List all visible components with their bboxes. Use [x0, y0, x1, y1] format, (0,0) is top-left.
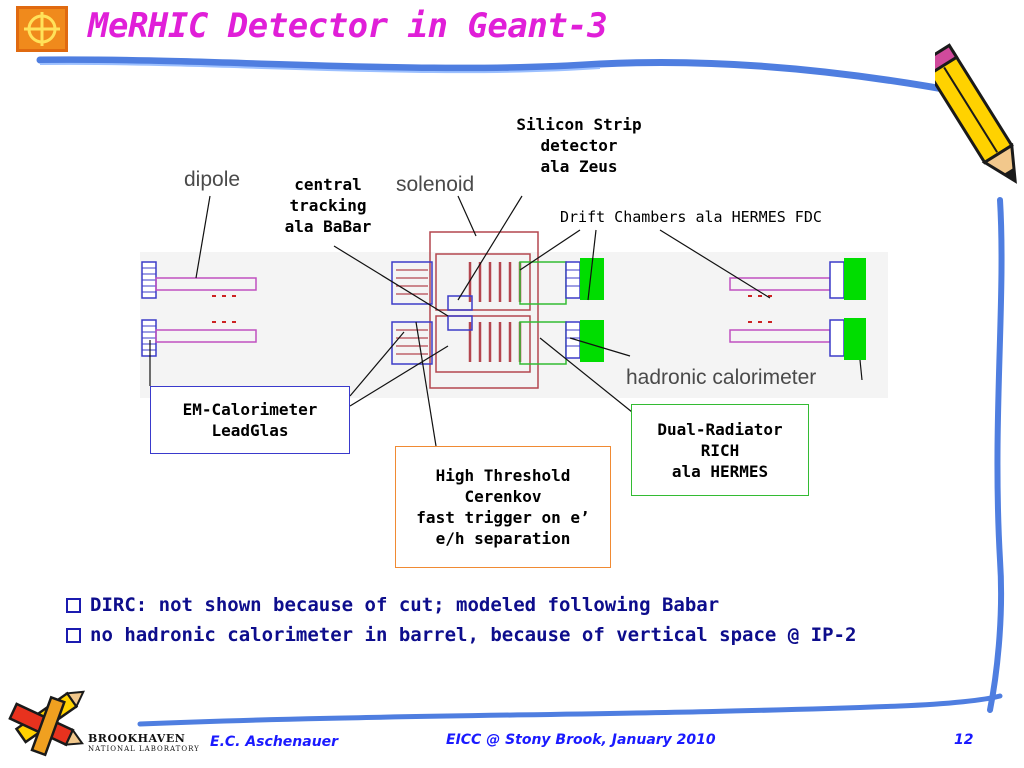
- bullet-text: no hadronic calorimeter in barrel, becau…: [90, 624, 857, 646]
- callout-line: ala HERMES: [671, 461, 769, 481]
- callout-line: central: [294, 175, 362, 194]
- logo-icon: [16, 6, 68, 52]
- brookhaven-logo: BROOKHAVEN NATIONAL LABORATORY: [88, 732, 200, 753]
- lab-logo: [14, 4, 70, 54]
- em-calorimeter-callout: EM-Calorimeter LeadGlas: [150, 386, 350, 454]
- bullet-square-icon: [66, 627, 81, 643]
- bullet-square-icon: [66, 597, 81, 613]
- callout-line: RICH: [700, 440, 740, 460]
- callout-line: ala BaBar: [284, 217, 372, 236]
- callout-line: tracking: [289, 196, 367, 215]
- callout-line: Cerenkov: [464, 487, 542, 506]
- callout-line: LeadGlas: [211, 421, 289, 440]
- callout-line: Silicon Strip: [516, 115, 642, 134]
- pencils-icon: [8, 690, 85, 757]
- dual-radiator-rich-callout: Dual-Radiator RICH ala HERMES: [631, 404, 809, 496]
- silicon-strip-callout: Silicon Strip detector ala Zeus: [504, 114, 654, 177]
- callout-line: Dual-Radiator: [657, 419, 783, 439]
- page-number: 12: [954, 732, 974, 748]
- logo-text: BROOKHAVEN: [88, 732, 186, 745]
- bullet-item: DIRC: not shown because of cut; modeled …: [66, 594, 719, 616]
- dipole-magnet-right: [729, 258, 866, 360]
- dipole-label: dipole: [184, 168, 241, 191]
- logo-subtext: NATIONAL LABORATORY: [88, 745, 200, 753]
- solenoid-label: solenoid: [396, 173, 475, 196]
- callout-line: High Threshold: [435, 466, 571, 485]
- footer-event: EICC @ Stony Brook, January 2010: [446, 732, 716, 748]
- hadronic-calorimeter-label: hadronic calorimeter: [626, 366, 817, 389]
- callout-line: ala Zeus: [540, 157, 618, 176]
- leader-lines: [149, 195, 863, 447]
- dipole-magnet-left: [141, 261, 257, 357]
- bullet-item: no hadronic calorimeter in barrel, becau…: [66, 624, 856, 646]
- pencil-icon: [935, 43, 1017, 184]
- footer-author: E.C. Aschenauer: [210, 734, 339, 750]
- callout-line: fast trigger on e’: [416, 508, 590, 527]
- callout-line: EM-Calorimeter: [182, 400, 318, 419]
- drift-chambers-callout: Drift Chambers ala HERMES FDC: [560, 208, 822, 226]
- rich-detector: [519, 258, 604, 365]
- high-threshold-cerenkov-callout: High Threshold Cerenkov fast trigger on …: [395, 446, 611, 568]
- central-tracking-callout: central tracking ala BaBar: [272, 174, 384, 237]
- callout-line: e/h separation: [435, 529, 571, 548]
- callout-line: detector: [540, 136, 618, 155]
- slide-title: MeRHIC Detector in Geant-3: [88, 6, 608, 46]
- bullet-text: DIRC: not shown because of cut; modeled …: [90, 594, 720, 616]
